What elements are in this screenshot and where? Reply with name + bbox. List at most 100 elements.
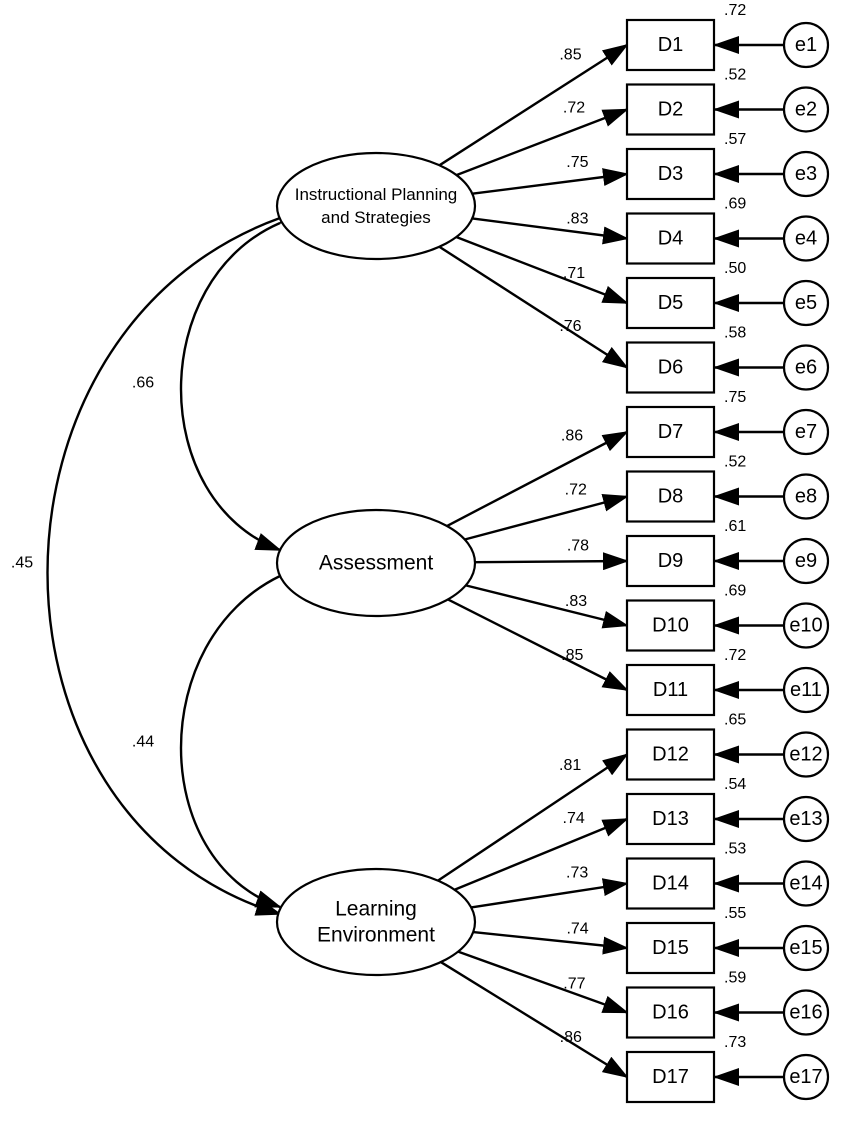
loading-arrow	[464, 493, 629, 541]
error-circle	[782, 795, 830, 843]
factor-le-label: Environment	[317, 924, 435, 947]
indicator-label: D2	[658, 99, 684, 121]
error-circle	[782, 215, 830, 262]
loading-arrow	[446, 430, 629, 528]
r-squared-label: .72	[724, 2, 746, 19]
r-squared-label: .54	[724, 776, 746, 793]
indicator-label: D1	[658, 34, 684, 56]
error-label: e15	[789, 937, 822, 959]
indicator-box	[625, 405, 716, 459]
error-circle	[782, 537, 830, 585]
r-squared-label: .75	[724, 389, 746, 406]
error-circle	[782, 150, 830, 198]
indicator-box	[625, 728, 716, 781]
error-label: e16	[789, 1002, 822, 1024]
indicator-label: D8	[658, 486, 684, 508]
indicator-label: D16	[652, 1002, 689, 1024]
error-label: e2	[795, 99, 817, 121]
error-label: e7	[795, 421, 817, 443]
loading-coefficient: .75	[566, 154, 588, 171]
indicator-box	[625, 534, 716, 588]
indicator-label: D7	[658, 421, 684, 443]
loading-coefficient: .85	[561, 647, 583, 664]
indicator-box	[625, 857, 716, 910]
loading-arrow	[437, 753, 629, 882]
error-circle	[782, 860, 830, 907]
loading-coefficient: .74	[563, 810, 585, 827]
error-label: e3	[795, 163, 817, 185]
indicator-box	[625, 18, 716, 72]
loading-arrow	[473, 930, 629, 955]
loading-coefficient: .71	[563, 265, 585, 282]
error-circle	[782, 924, 830, 972]
indicator-box	[625, 341, 716, 394]
error-circle	[782, 989, 830, 1036]
indicator-label: D10	[652, 615, 689, 637]
indicator-box	[625, 212, 716, 265]
error-label: e6	[795, 357, 817, 379]
loading-paths-layer	[437, 36, 784, 1086]
indicator-label: D6	[658, 357, 684, 379]
r-squared-label: .65	[724, 712, 746, 729]
correlation-layer	[46, 201, 306, 916]
loading-coefficient: .86	[561, 428, 583, 445]
factor-le-ellipse	[275, 867, 477, 977]
loading-coefficient: .72	[563, 99, 585, 116]
error-label: e12	[789, 744, 822, 766]
error-circle	[782, 279, 830, 327]
error-label: e17	[789, 1066, 822, 1088]
factor-ips-label: and Strategies	[321, 208, 431, 227]
error-circle	[782, 408, 830, 456]
error-circle	[782, 21, 830, 69]
indicator-box	[625, 792, 716, 846]
loading-coefficient: .78	[567, 537, 589, 554]
loading-arrow	[474, 552, 629, 571]
correlation-asm-le-curve	[179, 557, 306, 909]
indicator-label: D11	[653, 679, 688, 701]
correlation-ips-le-curve	[46, 201, 306, 916]
error-label: e4	[795, 228, 817, 250]
loading-arrow	[472, 217, 629, 245]
error-label: e10	[789, 615, 822, 637]
indicator-label: D9	[658, 550, 684, 572]
loading-arrow	[438, 43, 629, 167]
r-squared-label: .50	[724, 260, 746, 277]
correlation-coefficient: .44	[132, 734, 154, 751]
correlation-coefficient: .45	[11, 555, 33, 572]
indicator-box	[625, 599, 716, 652]
indicator-box	[625, 147, 716, 201]
r-squared-label: .57	[724, 131, 746, 148]
indicator-box	[625, 1050, 716, 1104]
loading-arrow	[455, 108, 629, 177]
loading-arrow	[440, 961, 629, 1079]
loading-coefficient: .83	[566, 210, 588, 227]
factor-ips-label: Instructional Planning	[295, 185, 458, 204]
indicator-label: D3	[658, 163, 684, 185]
error-label: e1	[795, 34, 817, 56]
indicator-box	[625, 921, 716, 975]
loading-arrow	[470, 878, 629, 909]
error-circle	[782, 86, 830, 133]
indicator-label: D13	[652, 808, 689, 830]
indicator-box	[625, 663, 716, 717]
loading-arrow	[455, 235, 629, 305]
loading-coefficient: .85	[559, 46, 581, 63]
indicator-box	[625, 986, 716, 1039]
indicator-box	[625, 276, 716, 330]
loading-arrow	[457, 950, 629, 1014]
loading-coefficient: .83	[565, 593, 587, 610]
nodes-layer	[275, 18, 830, 1104]
loading-coefficient: .76	[559, 318, 581, 335]
loading-coefficient: .73	[566, 865, 588, 882]
r-squared-label: .52	[724, 67, 746, 84]
indicator-label: D4	[658, 228, 684, 250]
indicator-label: D5	[658, 292, 684, 314]
indicator-label: D15	[652, 937, 689, 959]
factor-asm-label: Assessment	[319, 552, 434, 575]
factor-le-label: Learning	[335, 898, 417, 921]
r-squared-label: .58	[724, 325, 746, 342]
r-squared-label: .59	[724, 970, 746, 987]
loading-arrow	[447, 598, 629, 692]
error-circle	[782, 473, 830, 520]
